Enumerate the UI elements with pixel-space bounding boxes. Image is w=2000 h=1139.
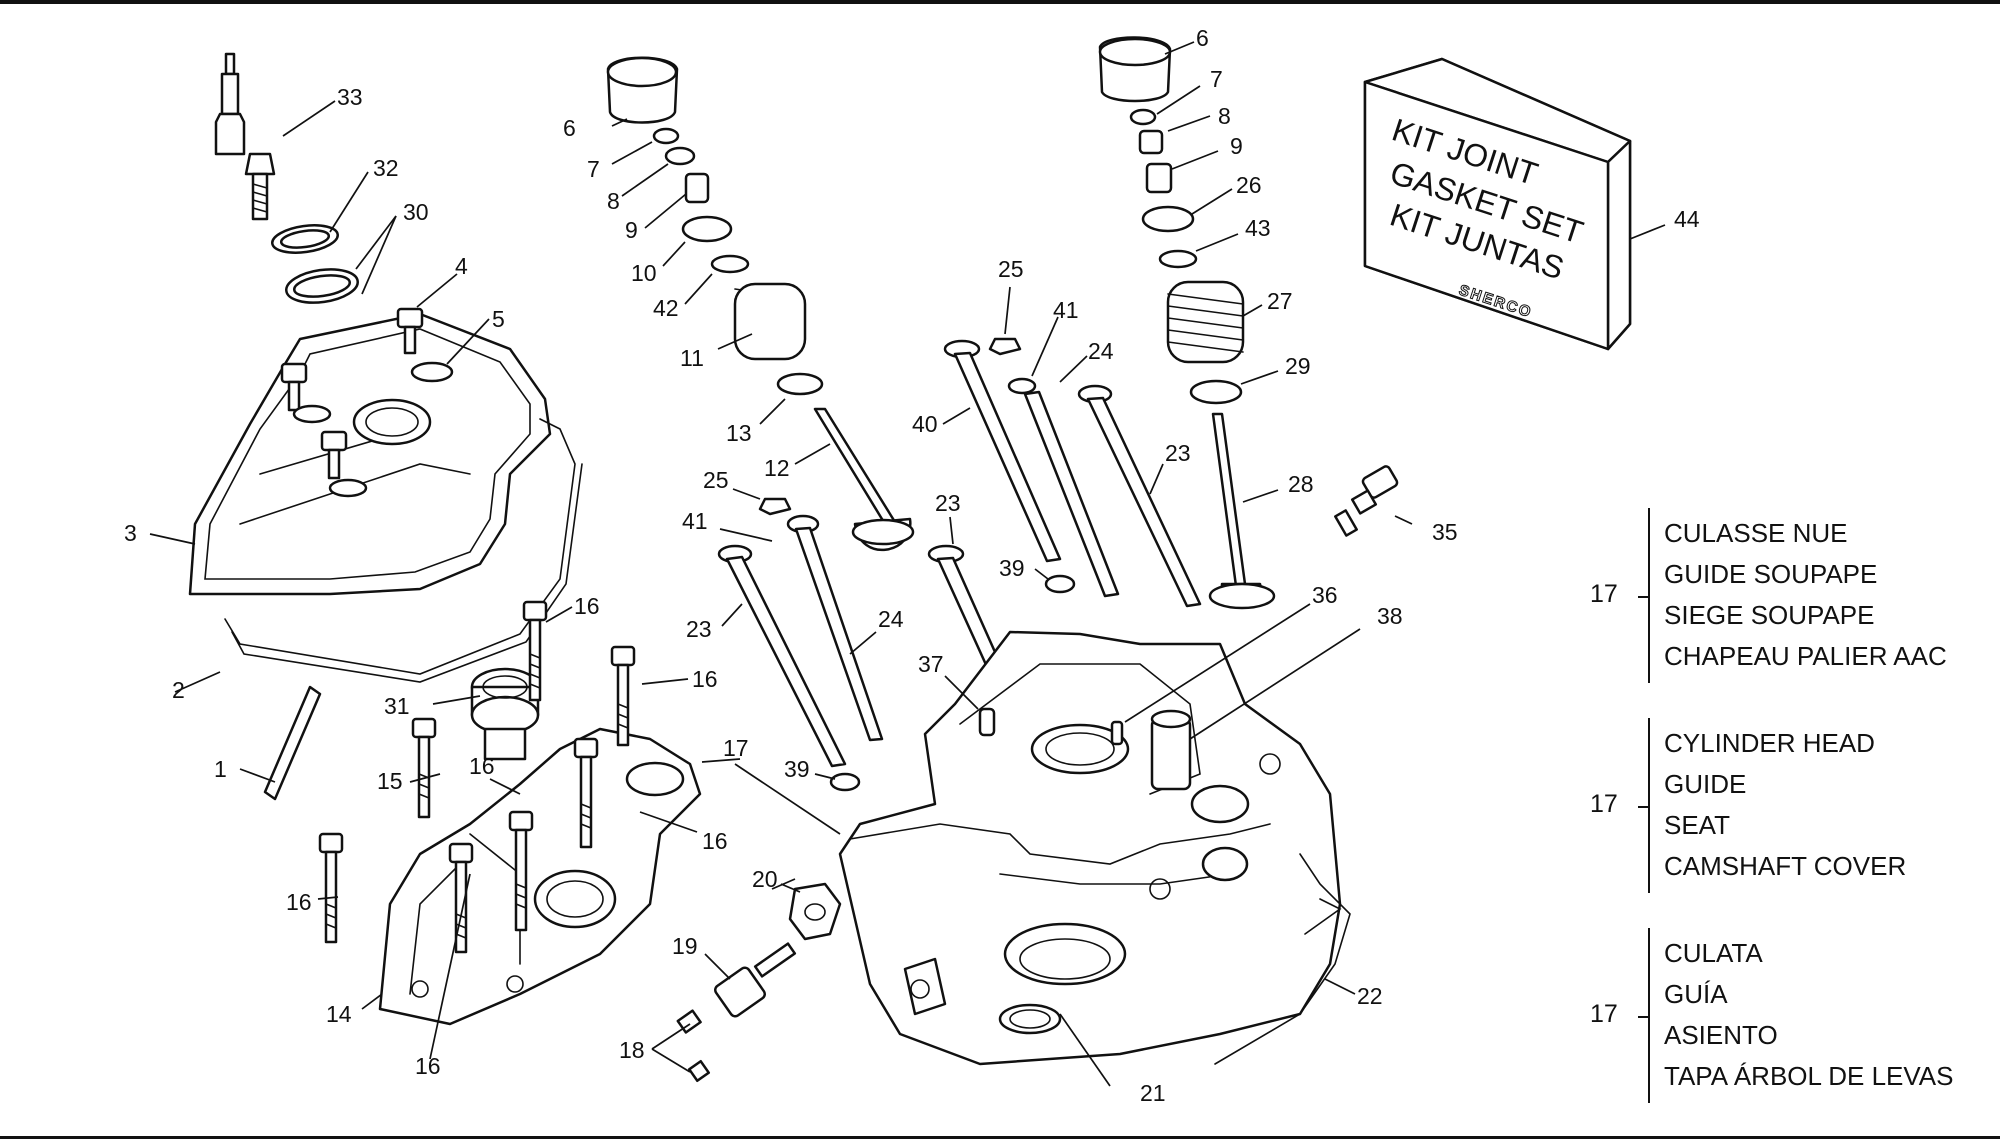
part-number: 28: [1288, 471, 1314, 497]
part-number: 15: [377, 768, 403, 794]
part-number-labels: 33 32 30 4 5 3 2 1 31 16 16 15 16 16 16 …: [124, 25, 1700, 1106]
part-number: 24: [878, 606, 904, 632]
legend-line: GUIDE SOUPAPE: [1664, 559, 1878, 589]
part-number: 39: [784, 756, 810, 782]
part-number: 41: [682, 508, 708, 534]
part-number: 11: [680, 345, 704, 371]
part-number: 24: [1088, 338, 1114, 364]
part-number: 27: [1267, 288, 1293, 314]
head-gasket: [1214, 853, 1351, 1065]
part-number: 36: [1312, 582, 1338, 608]
part-number: 7: [1210, 66, 1223, 92]
part-number: 8: [1218, 103, 1231, 129]
part-number: 16: [469, 753, 495, 779]
part-number: 26: [1236, 172, 1262, 198]
part-number: 6: [1196, 25, 1209, 51]
legend-line: ASIENTO: [1664, 1020, 1778, 1050]
part-number: 37: [918, 651, 944, 677]
legend-ref-number: 17: [1590, 790, 1618, 818]
part-number: 2: [172, 677, 185, 703]
part-number: 44: [1674, 206, 1700, 232]
legend-line: CHAPEAU PALIER AAC: [1664, 641, 1947, 671]
legend-french: 17 CULASSE NUE GUIDE SOUPAPE SIEGE SOUPA…: [1570, 508, 1990, 683]
part-number: 43: [1245, 215, 1271, 241]
oil-filler-plug: [470, 667, 540, 761]
part-number: 16: [574, 593, 600, 619]
part-number: 17: [723, 735, 749, 761]
part-number: 30: [403, 199, 429, 225]
legend-line: CYLINDER HEAD: [1664, 728, 1875, 758]
cover-bolts: [280, 307, 454, 498]
part-number: 23: [1165, 440, 1191, 466]
part-number: 41: [1053, 297, 1079, 323]
part-number: 6: [563, 115, 576, 141]
part-number: 21: [1140, 1080, 1166, 1106]
cylinder-head: [838, 630, 1342, 1066]
spark-plug: [214, 52, 276, 221]
part-number: 16: [286, 889, 312, 915]
legend-line: SEAT: [1664, 810, 1730, 840]
part-number: 39: [999, 555, 1025, 581]
legend-lines: CULASSE NUE GUIDE SOUPAPE SIEGE SOUPAPE …: [1664, 513, 1947, 677]
legend-line: SIEGE SOUPAPE: [1664, 600, 1875, 630]
cylinder-head-exploded-diagram: KIT JOINT GASKET SET KIT JUNTAS SHERCO: [124, 25, 1700, 1106]
part-number: 8: [607, 188, 620, 214]
part-number: 23: [686, 616, 712, 642]
legend-lines: CULATA GUÍA ASIENTO TAPA ÁRBOL DE LEVAS: [1664, 933, 1953, 1097]
part-number: 25: [998, 256, 1024, 282]
part-number: 10: [631, 260, 657, 286]
part-number: 13: [726, 420, 752, 446]
part-number: 16: [692, 666, 718, 692]
legend-line: CAMSHAFT COVER: [1664, 851, 1907, 881]
part-number: 7: [587, 156, 600, 182]
part-number: 29: [1285, 353, 1311, 379]
part-number: 12: [764, 455, 790, 481]
intake-valve-train: [606, 56, 915, 552]
part-number: 32: [373, 155, 399, 181]
legend-ref-number: 17: [1590, 580, 1618, 608]
exhaust-valve-train: [1098, 36, 1276, 610]
part-number: 40: [912, 411, 938, 437]
leader-lines: [149, 41, 1666, 1087]
valve-cover: [188, 312, 552, 596]
legend-line: CULASSE NUE: [1664, 518, 1848, 548]
legend-ref-number: 17: [1590, 1000, 1618, 1028]
part-number: 1: [214, 756, 227, 782]
part-number: 20: [752, 866, 778, 892]
plate: [263, 685, 322, 801]
part-number: 9: [625, 217, 638, 243]
legend-line: TAPA ÁRBOL DE LEVAS: [1664, 1061, 1954, 1091]
gasket-kit-box: KIT JOINT GASKET SET KIT JUNTAS SHERCO: [1363, 57, 1632, 351]
temperature-sensor: [1334, 465, 1399, 537]
part-number: 23: [935, 490, 961, 516]
part-number: 3: [124, 520, 137, 546]
part-number: 38: [1377, 603, 1403, 629]
part-number: 4: [455, 253, 468, 279]
part-number: 18: [619, 1037, 645, 1063]
part-number: 16: [702, 828, 728, 854]
part-number: 19: [672, 933, 698, 959]
part-number: 14: [326, 1001, 352, 1027]
part-number: 5: [492, 306, 505, 332]
part-number: 33: [337, 84, 363, 110]
part-number: 25: [703, 467, 729, 493]
part-number: 35: [1432, 519, 1458, 545]
part-number: 31: [384, 693, 410, 719]
chain-tensioner: [676, 882, 842, 1082]
legend-line: GUIDE: [1664, 769, 1747, 799]
legend-spanish: 17 CULATA GUÍA ASIENTO TAPA ÁRBOL DE LEV…: [1570, 928, 1990, 1103]
part-number: 9: [1230, 133, 1243, 159]
legend-lines: CYLINDER HEAD GUIDE SEAT CAMSHAFT COVER: [1664, 723, 1906, 887]
part-number: 16: [415, 1053, 441, 1079]
part-number: 22: [1357, 983, 1383, 1009]
legend-english: 17 CYLINDER HEAD GUIDE SEAT CAMSHAFT COV…: [1570, 718, 1990, 893]
legend-line: CULATA: [1664, 938, 1763, 968]
part-number: 42: [653, 295, 679, 321]
legend-line: GUÍA: [1664, 979, 1728, 1009]
